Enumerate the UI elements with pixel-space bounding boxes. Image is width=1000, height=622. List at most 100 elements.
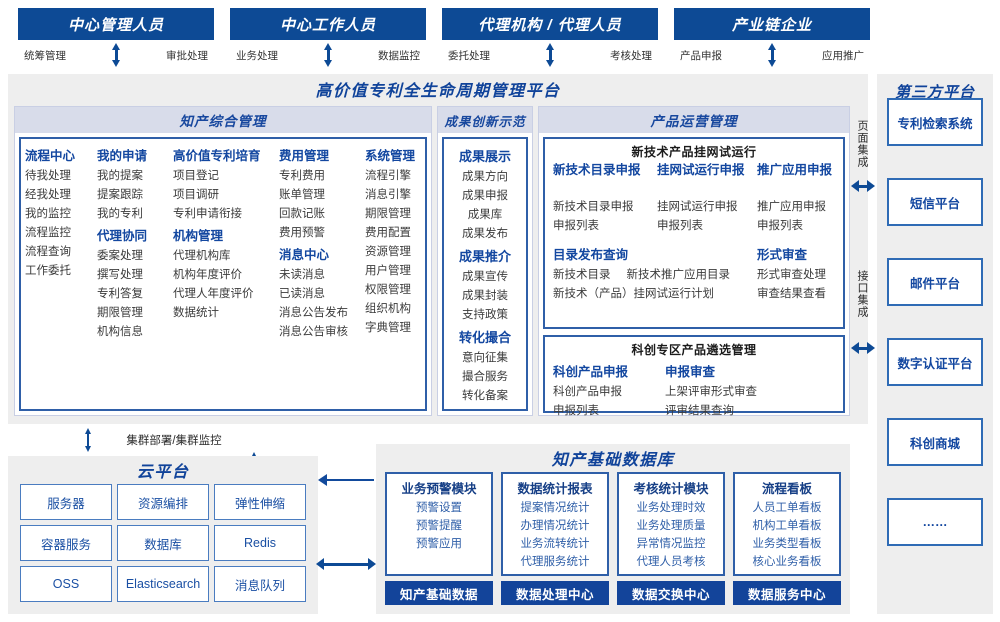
database-card-item[interactable]: 代理服务统计 bbox=[520, 556, 590, 568]
menu-item[interactable]: 账单管理 bbox=[279, 189, 325, 201]
menu-item[interactable]: 用户管理 bbox=[365, 265, 411, 277]
menu-item[interactable]: 消息公告发布 bbox=[279, 307, 348, 319]
database-footer-button[interactable]: 数据处理中心 bbox=[501, 581, 609, 605]
menu-item[interactable]: 新技术（产品）挂网试运行计划 bbox=[553, 288, 714, 300]
menu-item[interactable]: 机构年度评价 bbox=[173, 269, 242, 281]
menu-item[interactable]: 申报列表 bbox=[553, 405, 599, 417]
menu-item[interactable]: 已读消息 bbox=[279, 288, 325, 300]
database-footer-button[interactable]: 知产基础数据 bbox=[385, 581, 493, 605]
menu-item[interactable]: 新技术目录申报 bbox=[553, 201, 634, 213]
database-card-item[interactable]: 业务类型看板 bbox=[752, 538, 822, 550]
cloud-service-item[interactable]: 资源编排 bbox=[117, 484, 209, 520]
menu-item[interactable]: 成果发布 bbox=[462, 228, 508, 240]
menu-item[interactable]: 我的监控 bbox=[25, 208, 71, 220]
menu-item[interactable]: 形式审查处理 bbox=[757, 269, 826, 281]
database-card-item[interactable]: 人员工单看板 bbox=[752, 502, 822, 514]
menu-item[interactable]: 撰写处理 bbox=[97, 269, 143, 281]
cloud-service-item[interactable]: 弹性伸缩 bbox=[214, 484, 306, 520]
menu-item[interactable]: 费用配置 bbox=[365, 227, 411, 239]
menu-item[interactable]: 权限管理 bbox=[365, 284, 411, 296]
menu-item[interactable]: 费用预警 bbox=[279, 227, 325, 239]
third-party-item-1[interactable]: 短信平台 bbox=[887, 178, 983, 226]
menu-item[interactable]: 转化备案 bbox=[462, 390, 508, 402]
menu-item[interactable]: 流程引擎 bbox=[365, 170, 411, 182]
menu-item[interactable]: 组织机构 bbox=[365, 303, 411, 315]
database-card-item[interactable]: 代理人员考核 bbox=[636, 556, 706, 568]
cloud-service-item[interactable]: Redis bbox=[214, 525, 306, 561]
cloud-service-item[interactable]: 容器服务 bbox=[20, 525, 112, 561]
menu-item[interactable]: 成果封装 bbox=[462, 290, 508, 302]
menu-item[interactable]: 撮合服务 bbox=[462, 371, 508, 383]
third-party-item-2[interactable]: 邮件平台 bbox=[887, 258, 983, 306]
menu-item[interactable]: 推广应用申报 bbox=[757, 201, 826, 213]
menu-item[interactable]: 支持政策 bbox=[462, 309, 508, 321]
menu-item[interactable]: 科创产品申报 bbox=[553, 386, 622, 398]
database-footer-button[interactable]: 数据服务中心 bbox=[733, 581, 841, 605]
menu-item[interactable]: 专利费用 bbox=[279, 170, 325, 182]
menu-item[interactable]: 工作委托 bbox=[25, 265, 71, 277]
menu-item[interactable]: 机构信息 bbox=[97, 326, 143, 338]
menu-item[interactable]: 申报列表 bbox=[757, 220, 803, 232]
menu-item[interactable]: 项目调研 bbox=[173, 189, 219, 201]
third-party-item-5[interactable]: …… bbox=[887, 498, 983, 546]
menu-item[interactable]: 资源管理 bbox=[365, 246, 411, 258]
menu-item[interactable]: 代理人年度评价 bbox=[173, 288, 254, 300]
menu-item[interactable]: 专利答复 bbox=[97, 288, 143, 300]
menu-item[interactable]: 未读消息 bbox=[279, 269, 325, 281]
menu-item[interactable]: 消息公告审核 bbox=[279, 326, 348, 338]
menu-item[interactable]: 期限管理 bbox=[97, 307, 143, 319]
menu-item[interactable]: 成果申报 bbox=[462, 190, 508, 202]
database-card-item[interactable]: 机构工单看板 bbox=[752, 520, 822, 532]
database-card-item[interactable]: 异常情况监控 bbox=[636, 538, 706, 550]
menu-item[interactable]: 委案处理 bbox=[97, 250, 143, 262]
database-card-item[interactable]: 预警应用 bbox=[416, 538, 462, 550]
database-card-item[interactable]: 预警提醒 bbox=[416, 520, 462, 532]
menu-item[interactable]: 我的专利 bbox=[97, 208, 143, 220]
menu-item[interactable]: 我的提案 bbox=[97, 170, 143, 182]
menu-item[interactable]: 意向征集 bbox=[462, 352, 508, 364]
database-card-item[interactable]: 提案情况统计 bbox=[520, 502, 590, 514]
cloud-service-item[interactable]: OSS bbox=[20, 566, 112, 602]
role-flow-right-label: 数据监控 bbox=[378, 49, 420, 62]
menu-item[interactable]: 上架评审形式审查 bbox=[665, 386, 757, 398]
menu-item[interactable]: 新技术推广应用目录 bbox=[626, 269, 731, 281]
database-card-item[interactable]: 预警设置 bbox=[416, 502, 462, 514]
menu-item[interactable]: 评审结果查询 bbox=[665, 405, 734, 417]
third-party-item-3[interactable]: 数字认证平台 bbox=[887, 338, 983, 386]
menu-item[interactable]: 待我处理 bbox=[25, 170, 71, 182]
menu-item[interactable]: 申报列表 bbox=[657, 220, 703, 232]
menu-item[interactable]: 项目登记 bbox=[173, 170, 219, 182]
menu-item[interactable]: 字典管理 bbox=[365, 322, 411, 334]
cloud-service-item[interactable]: 数据库 bbox=[117, 525, 209, 561]
menu-item[interactable]: 新技术目录 bbox=[553, 269, 611, 281]
menu-item[interactable]: 成果宣传 bbox=[462, 271, 508, 283]
database-card-item[interactable]: 办理情况统计 bbox=[520, 520, 590, 532]
menu-item[interactable]: 经我处理 bbox=[25, 189, 71, 201]
menu-item[interactable]: 数据统计 bbox=[173, 307, 219, 319]
menu-item[interactable]: 提案跟踪 bbox=[97, 189, 143, 201]
menu-item[interactable]: 流程监控 bbox=[25, 227, 71, 239]
menu-item[interactable]: 专利申请衔接 bbox=[173, 208, 242, 220]
database-card-item[interactable]: 业务流转统计 bbox=[520, 538, 590, 550]
menu-column: 申报审查上架评审形式审查评审结果查询 bbox=[665, 361, 825, 421]
menu-item[interactable]: 代理机构库 bbox=[173, 250, 231, 262]
menu-item[interactable]: 挂网试运行申报 bbox=[657, 201, 738, 213]
menu-item[interactable]: 审查结果查看 bbox=[757, 288, 826, 300]
menu-item[interactable]: 成果方向 bbox=[462, 171, 508, 183]
menu-item[interactable]: 流程查询 bbox=[25, 246, 71, 258]
database-card-item[interactable]: 业务处理时效 bbox=[636, 502, 706, 514]
database-card-item[interactable]: 核心业务看板 bbox=[752, 556, 822, 568]
menu-item[interactable]: 消息引擎 bbox=[365, 189, 411, 201]
cloud-service-item[interactable]: 消息队列 bbox=[214, 566, 306, 602]
menu-item[interactable]: 期限管理 bbox=[365, 208, 411, 220]
database-footer-button[interactable]: 数据交换中心 bbox=[617, 581, 725, 605]
menu-group-header: 转化撮合 bbox=[458, 330, 511, 345]
menu-item[interactable]: 申报列表 bbox=[553, 220, 599, 232]
cloud-service-item[interactable]: Elasticsearch bbox=[117, 566, 209, 602]
menu-item[interactable]: 成果库 bbox=[467, 209, 503, 221]
database-card-item[interactable]: 业务处理质量 bbox=[636, 520, 706, 532]
third-party-item-4[interactable]: 科创商城 bbox=[887, 418, 983, 466]
third-party-item-0[interactable]: 专利检索系统 bbox=[887, 98, 983, 146]
cloud-service-item[interactable]: 服务器 bbox=[20, 484, 112, 520]
menu-item[interactable]: 回款记账 bbox=[279, 208, 325, 220]
